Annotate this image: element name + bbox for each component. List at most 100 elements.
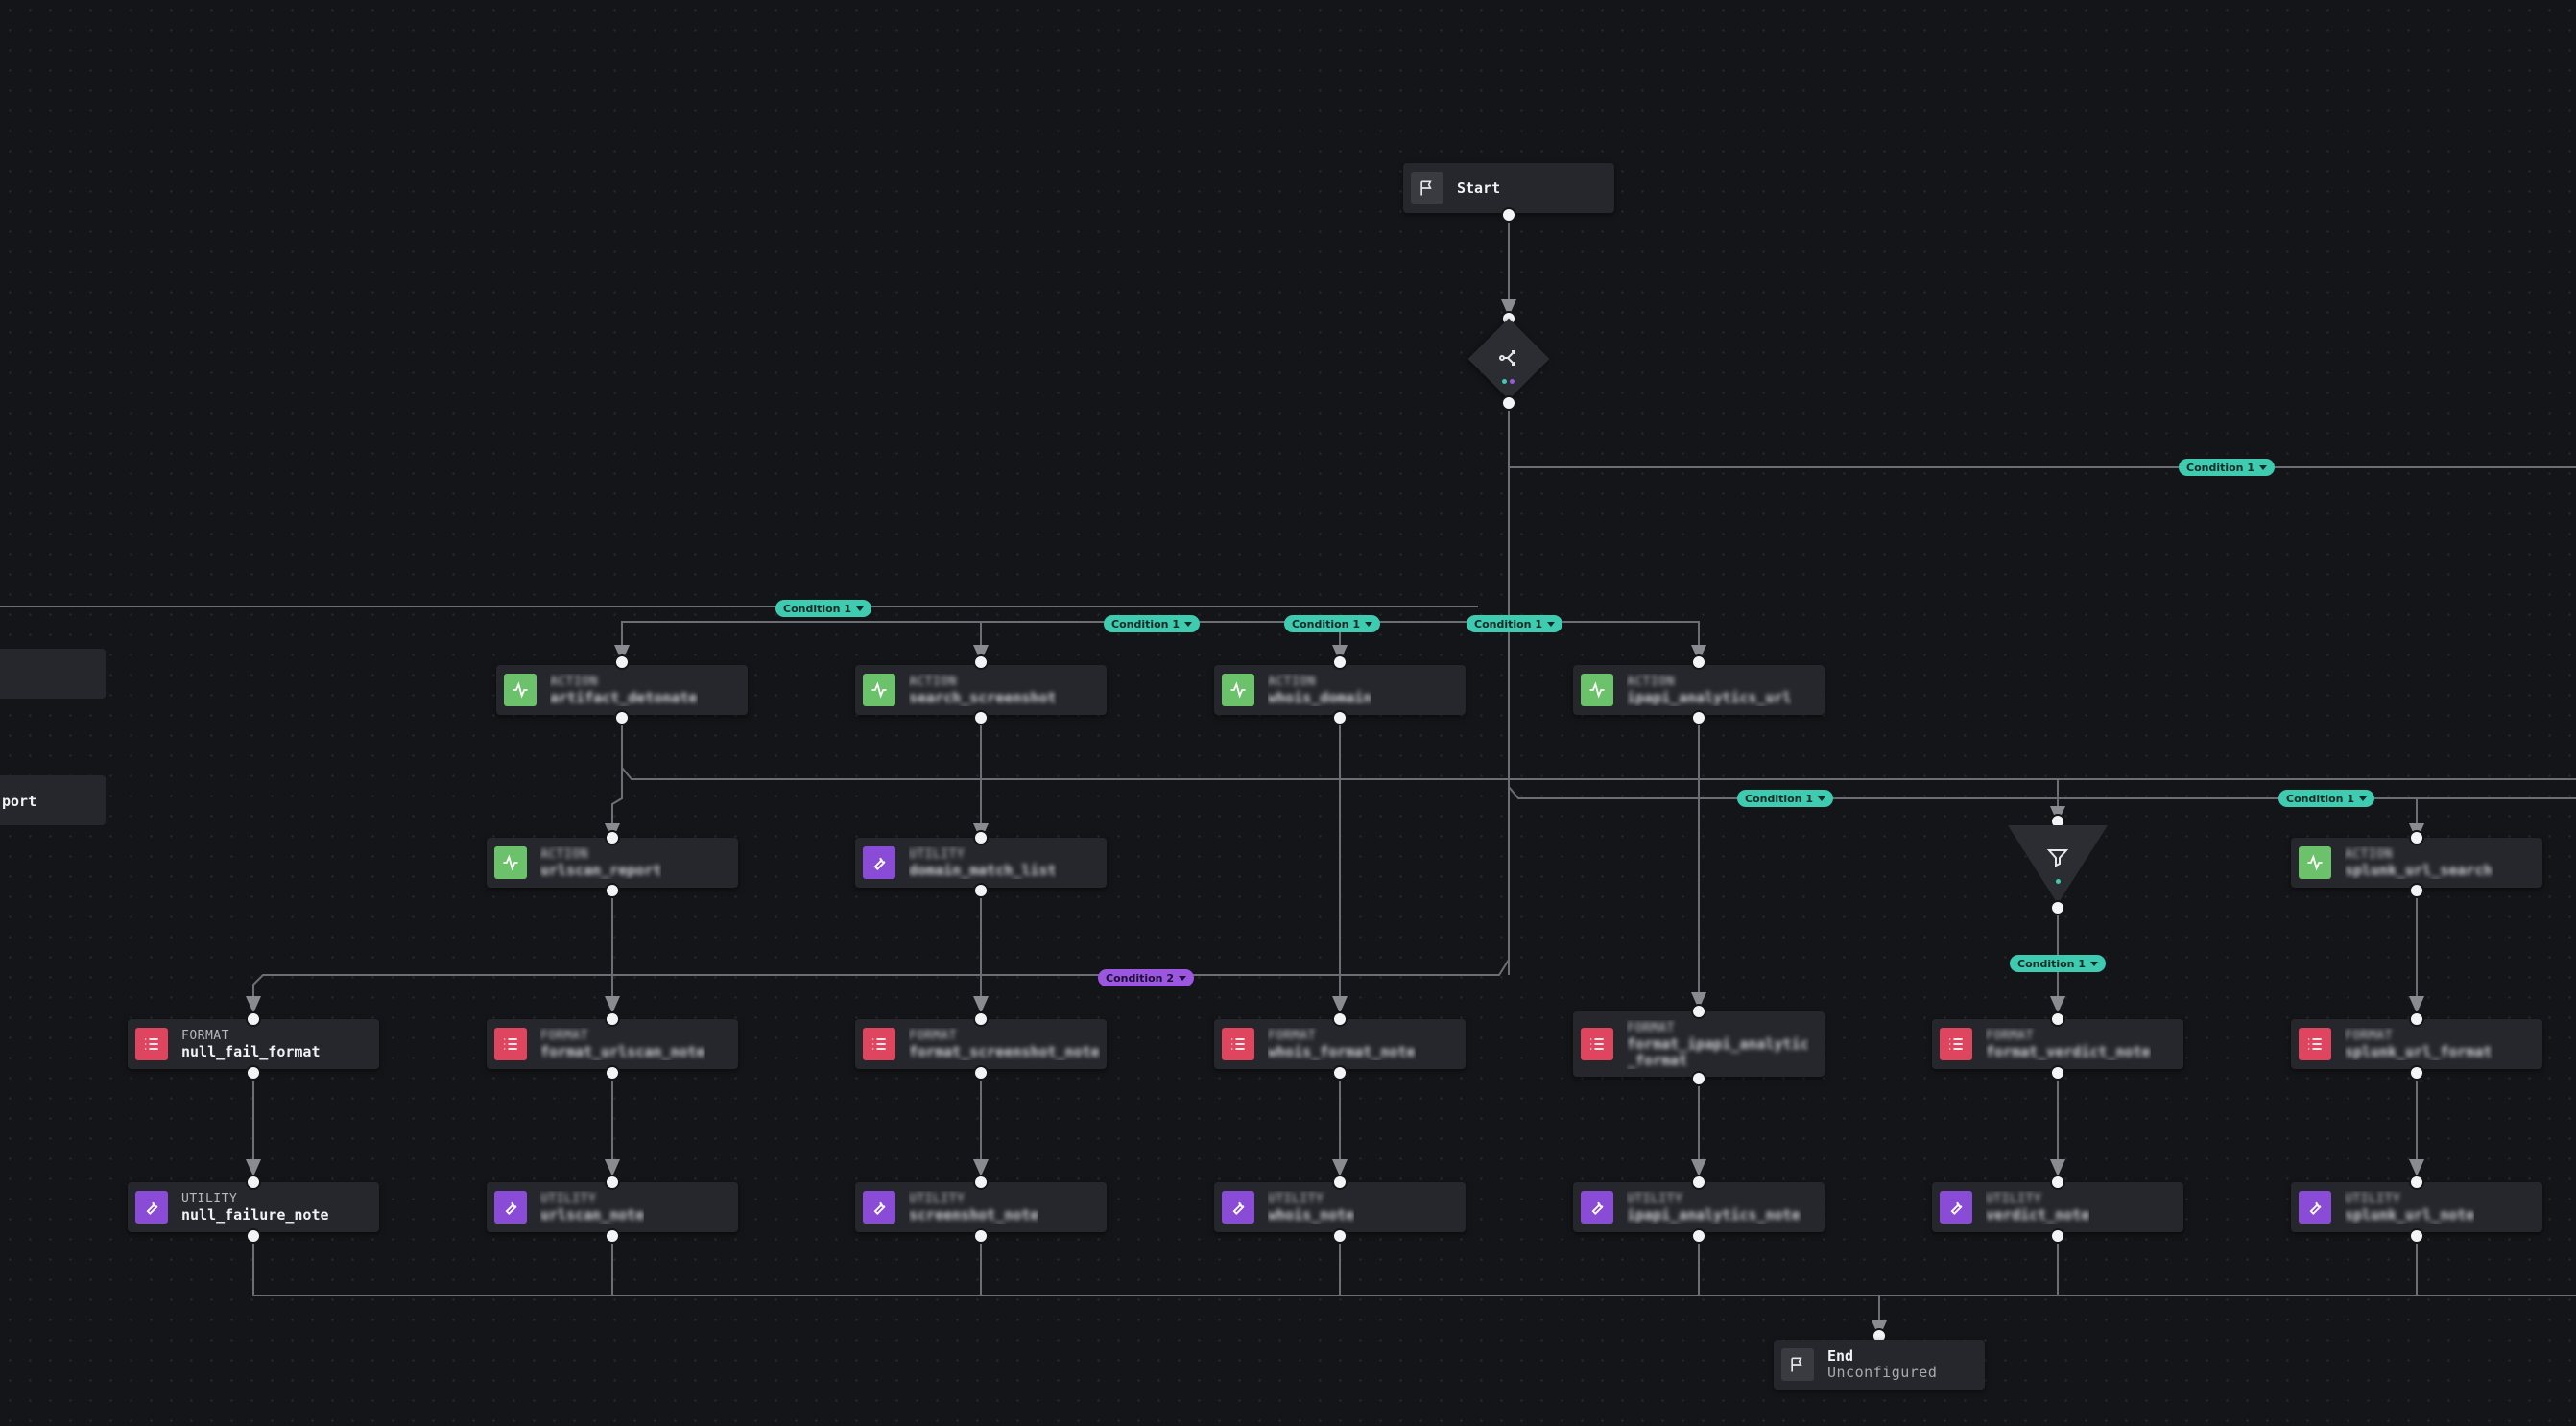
node-name-label: format_ipapi_analytic_format [1627,1034,1809,1069]
condition-label: Condition 1 [2285,792,2355,805]
condition-pill[interactable]: Condition 1 [1466,615,1563,632]
output-port[interactable] [1501,395,1516,411]
node-name-label: search_screenshot [909,689,1057,706]
start-node[interactable]: Start [1403,163,1614,213]
condition-pill[interactable]: Condition 1 [2009,955,2107,972]
node-port[interactable] [614,710,630,725]
partial-node-label: port [2,793,37,810]
node-name-label: whois_domain [1268,689,1372,706]
node-port[interactable] [1332,1175,1348,1190]
node-port[interactable] [973,883,989,898]
partial-node-left-report[interactable]: port [0,775,106,825]
node-port[interactable] [605,1175,620,1190]
node-port[interactable] [1691,710,1706,725]
node-port[interactable] [605,830,620,845]
node-port[interactable] [2409,1228,2424,1244]
node-port[interactable] [246,1065,261,1081]
node-kind-label: UTILITY [909,1192,966,1206]
node-port[interactable] [2050,1065,2065,1081]
node-port[interactable] [2409,1011,2424,1027]
node-port[interactable] [973,654,989,670]
node-port[interactable] [973,710,989,725]
node-port[interactable] [973,1175,989,1190]
condition-dot [1502,379,1507,384]
node-port[interactable] [2050,1175,2065,1190]
node-port[interactable] [973,1065,989,1081]
chevron-down-icon [1818,796,1826,801]
wrench-icon [863,846,895,879]
node-port[interactable] [605,1228,620,1244]
node-port[interactable] [605,1011,620,1027]
node-port[interactable] [1332,1011,1348,1027]
condition-pill[interactable]: Condition 1 [775,600,872,617]
node-port[interactable] [1691,1175,1706,1190]
node-port[interactable] [2409,1065,2424,1081]
wrench-icon [1222,1191,1254,1224]
activity-icon [494,846,527,879]
node-port[interactable] [246,1175,261,1190]
activity-icon [504,674,537,706]
node-port[interactable] [2409,1175,2424,1190]
partial-node-left-top[interactable] [0,649,106,699]
condition-pill[interactable]: Condition 1 [2178,459,2276,476]
node-port[interactable] [2409,830,2424,845]
node-port[interactable] [2050,1011,2065,1027]
node-port[interactable] [605,883,620,898]
node-port[interactable] [2050,1228,2065,1244]
condition-pill[interactable]: Condition 1 [1736,790,1834,807]
node-port[interactable] [973,1228,989,1244]
node-port[interactable] [614,654,630,670]
condition-label: Condition 1 [1110,617,1181,630]
node-port[interactable] [1691,1004,1706,1019]
output-port[interactable] [1501,207,1516,223]
node-port[interactable] [1691,1228,1706,1244]
activity-icon [1581,674,1613,706]
start-label: Start [1457,179,1501,197]
list-icon [494,1028,527,1060]
node-kind-label: UTILITY [181,1192,238,1206]
node-port[interactable] [973,830,989,845]
node-port[interactable] [246,1228,261,1244]
node-port[interactable] [1332,654,1348,670]
node-port[interactable] [605,1065,620,1081]
condition-pill[interactable]: Condition 2 [1097,969,1195,986]
node-port[interactable] [1332,1228,1348,1244]
output-port[interactable] [2050,900,2065,915]
chevron-down-icon [2090,961,2099,966]
chevron-down-icon [1365,621,1373,627]
node-port[interactable] [973,1011,989,1027]
node-kind-label: UTILITY [540,1192,597,1206]
node-port[interactable] [1691,654,1706,670]
node-name-label: whois_format_note [1268,1043,1416,1060]
condition-pill[interactable]: Condition 1 [1283,615,1381,632]
node-port[interactable] [246,1011,261,1027]
node-port[interactable] [2409,883,2424,898]
condition-pill[interactable]: Condition 1 [2278,790,2375,807]
condition-pill[interactable]: Condition 1 [1103,615,1201,632]
node-port[interactable] [1332,710,1348,725]
node-port[interactable] [1691,1071,1706,1086]
node-port[interactable] [1332,1065,1348,1081]
